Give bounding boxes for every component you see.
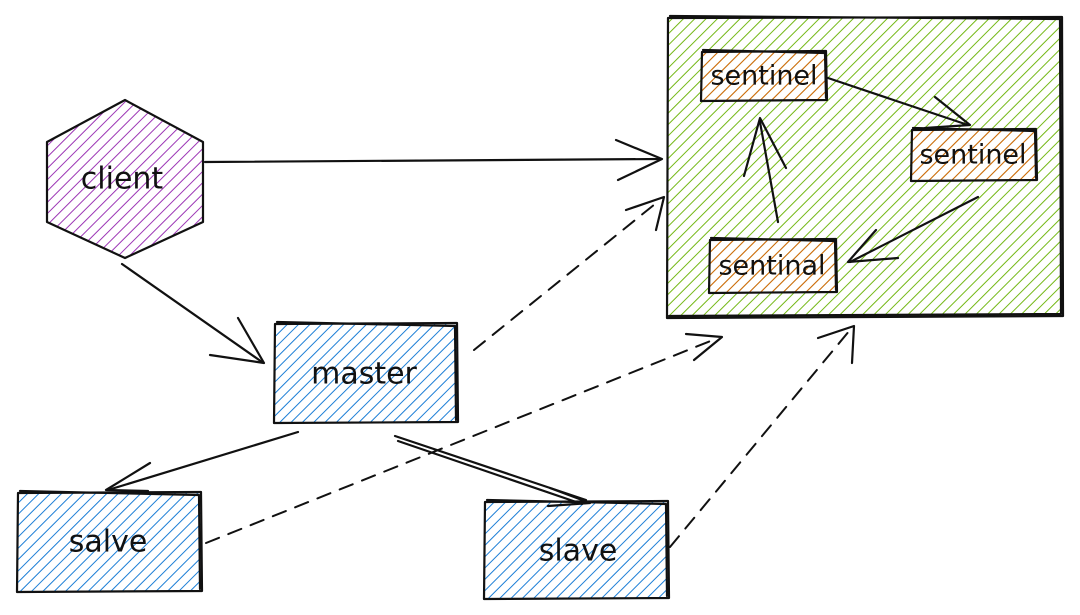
master-node: master [272, 320, 460, 425]
arrow-sentinel-right-to-bottom [846, 195, 980, 264]
arrow-master-to-slave [393, 434, 592, 508]
salve-label: salve [69, 525, 148, 560]
slave-node: slave [482, 498, 671, 601]
salve-node: salve [15, 489, 204, 594]
arrow-master-to-sentinels [473, 195, 666, 351]
sentinel-node-right: sentinel [909, 126, 1039, 183]
sentinal-bottom-label: sentinal [718, 251, 825, 282]
arrow-master-to-salve [104, 430, 300, 493]
arrow-client-to-master [120, 262, 266, 365]
sentinel-top-label: sentinel [710, 61, 817, 92]
sentinel-right-label: sentinel [919, 140, 1026, 171]
arrow-salve-to-sentinels [205, 332, 724, 544]
arrow-client-to-sentinels [203, 138, 664, 182]
arrow-slave-to-sentinels [669, 324, 856, 548]
sentinel-node-bottom: sentinal [707, 236, 839, 295]
arrow-sentinel-top-to-right [826, 76, 972, 130]
client-label: client [81, 162, 164, 197]
slave-label: slave [539, 534, 618, 569]
master-label: master [311, 357, 417, 392]
client-node: client [45, 98, 205, 260]
sentinel-node-top: sentinel [699, 48, 829, 103]
arrow-sentinal-bottom-to-top [742, 116, 788, 224]
